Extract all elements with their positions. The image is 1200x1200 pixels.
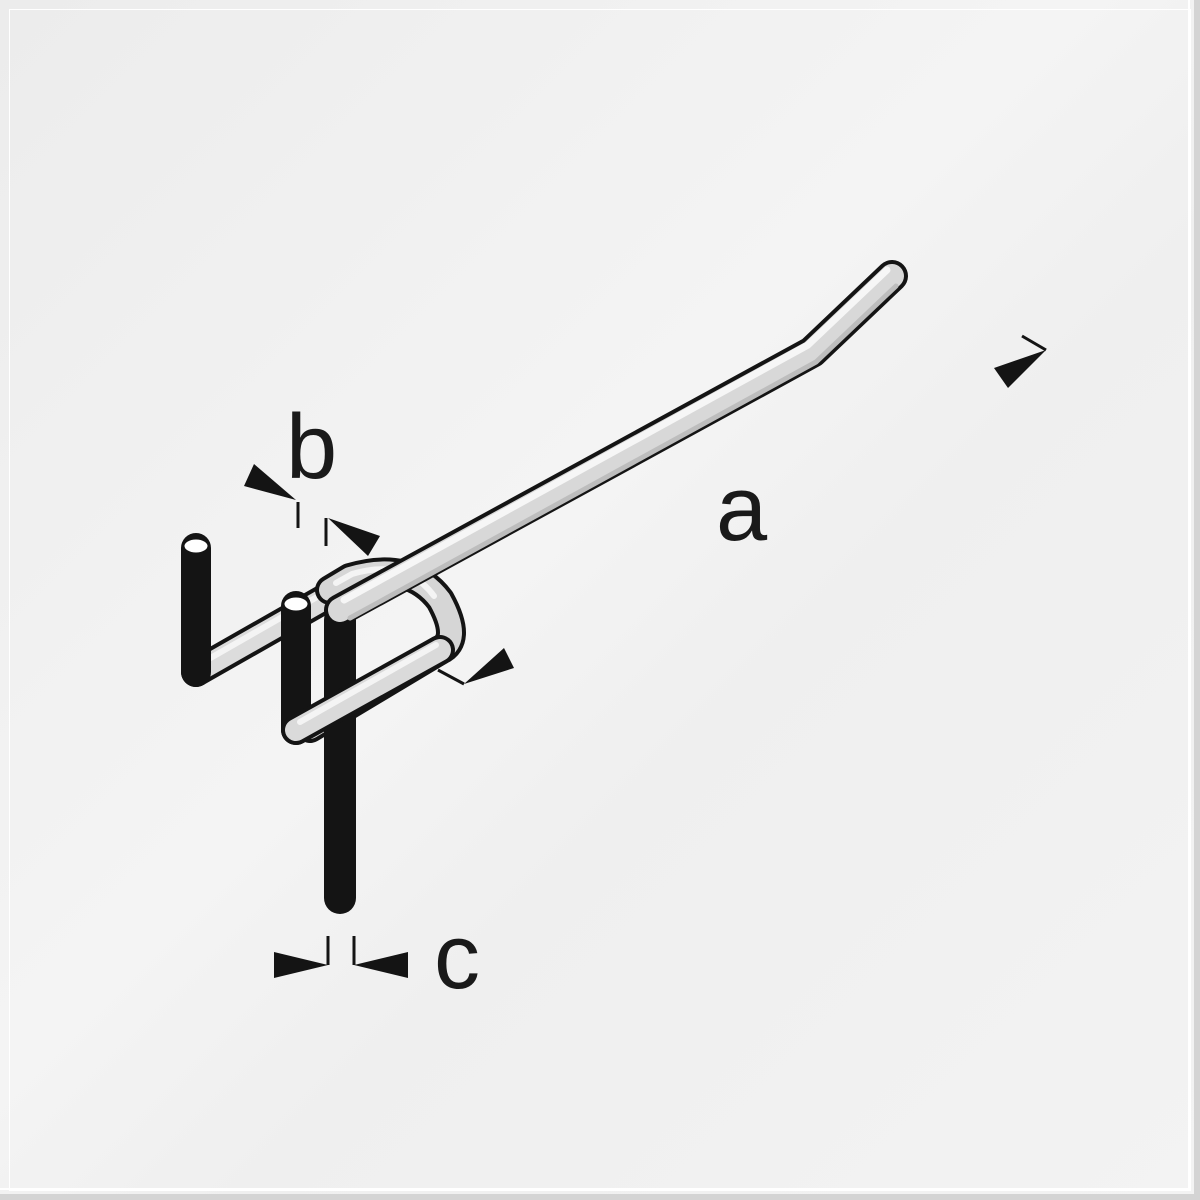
arrow-head-icon	[274, 952, 328, 978]
dimension-c: c	[274, 906, 480, 1008]
back-pin	[181, 533, 355, 687]
arrow-head-icon	[994, 350, 1046, 388]
arrow-head-icon	[464, 648, 514, 684]
hook-arm	[324, 260, 908, 626]
front-pin	[281, 591, 455, 745]
dimension-label-a: a	[716, 458, 768, 560]
dimension-label-b: b	[286, 396, 337, 498]
arrow-head-icon	[244, 464, 296, 500]
dimension-label-c: c	[434, 906, 480, 1008]
arrow-head-icon	[328, 518, 380, 556]
arrow-head-icon	[354, 952, 408, 978]
dimension-a: a	[437, 334, 1047, 686]
dimension-b: b	[244, 396, 380, 556]
